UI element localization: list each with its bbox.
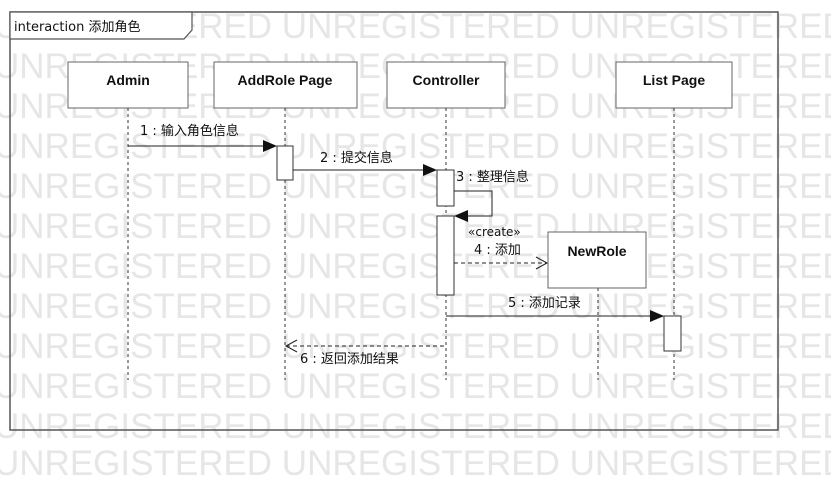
lifeline-head [547, 231, 647, 289]
lifeline-controller[interactable]: Controller [386, 61, 506, 109]
open-arrowhead-icon [535, 256, 549, 270]
watermark-layer: UNREGISTERED UNREGISTERED UNREGISTERED U… [0, 7, 831, 483]
message-4[interactable]: «create» 4 : 添加 [454, 225, 549, 270]
lifeline-head [213, 61, 358, 109]
lifeline-label: Controller [413, 72, 480, 88]
watermark-row: UNREGISTERED UNREGISTERED UNREGISTERED U… [0, 444, 831, 483]
message-label: 6 : 返回添加结果 [300, 352, 399, 367]
activation-bar-controller-2 [436, 215, 455, 296]
message-label: 5 : 添加记录 [508, 296, 581, 311]
arrowhead-icon [650, 310, 664, 322]
watermark-row: UNREGISTERED UNREGISTERED UNREGISTERED U… [0, 127, 831, 166]
lifeline-label: AddRole Page [238, 72, 333, 88]
watermark-row: UNREGISTERED UNREGISTERED UNREGISTERED U… [0, 167, 831, 206]
watermark-row: UNREGISTERED UNREGISTERED UNREGISTERED U… [0, 407, 831, 446]
arrowhead-icon [423, 164, 437, 176]
message-label: 3 : 整理信息 [456, 169, 529, 185]
lifeline-list-page[interactable]: List Page [615, 61, 733, 109]
lifeline-newrole[interactable]: NewRole [547, 231, 647, 289]
message-label: 4 : 添加 [474, 243, 521, 258]
lifeline-head [67, 61, 189, 109]
interaction-frame [9, 11, 779, 431]
lifeline-label: List Page [643, 72, 705, 88]
watermark-row: UNREGISTERED UNREGISTERED UNREGISTERED U… [0, 207, 831, 246]
lifeline-addrole-page[interactable]: AddRole Page [213, 61, 358, 109]
lifeline-head [386, 61, 506, 109]
watermark-row: UNREGISTERED UNREGISTERED UNREGISTERED U… [0, 367, 831, 406]
message-3[interactable]: 3 : 整理信息 [454, 169, 529, 222]
watermark-row: UNREGISTERED UNREGISTERED UNREGISTERED U… [0, 247, 831, 286]
lifeline-label: NewRole [567, 243, 626, 259]
arrowhead-icon [263, 140, 277, 152]
message-label: 1 : 输入角色信息 [140, 123, 239, 139]
activation-bar-addrole [276, 145, 294, 181]
watermark-row: UNREGISTERED UNREGISTERED UNREGISTERED U… [0, 287, 831, 326]
message-label: 2 : 提交信息 [320, 150, 393, 166]
open-arrowhead-icon [284, 339, 298, 353]
message-line [454, 190, 493, 217]
message-1[interactable]: 1 : 输入角色信息 [128, 123, 277, 152]
frame-title-tab [9, 11, 193, 40]
message-5[interactable]: 5 : 添加记录 [446, 296, 664, 322]
message-2[interactable]: 2 : 提交信息 [293, 150, 437, 176]
lifeline-admin[interactable]: Admin [67, 61, 189, 109]
message-6[interactable]: 6 : 返回添加结果 [284, 339, 446, 367]
frame-title: interaction 添加角色 [14, 19, 140, 35]
activation-bar-controller-1 [436, 169, 455, 207]
lifeline-label: Admin [106, 72, 150, 88]
arrowhead-icon [454, 210, 468, 222]
message-stereotype: «create» [468, 225, 521, 239]
activation-bar-listpage [663, 315, 682, 352]
lifeline-head [615, 61, 733, 109]
